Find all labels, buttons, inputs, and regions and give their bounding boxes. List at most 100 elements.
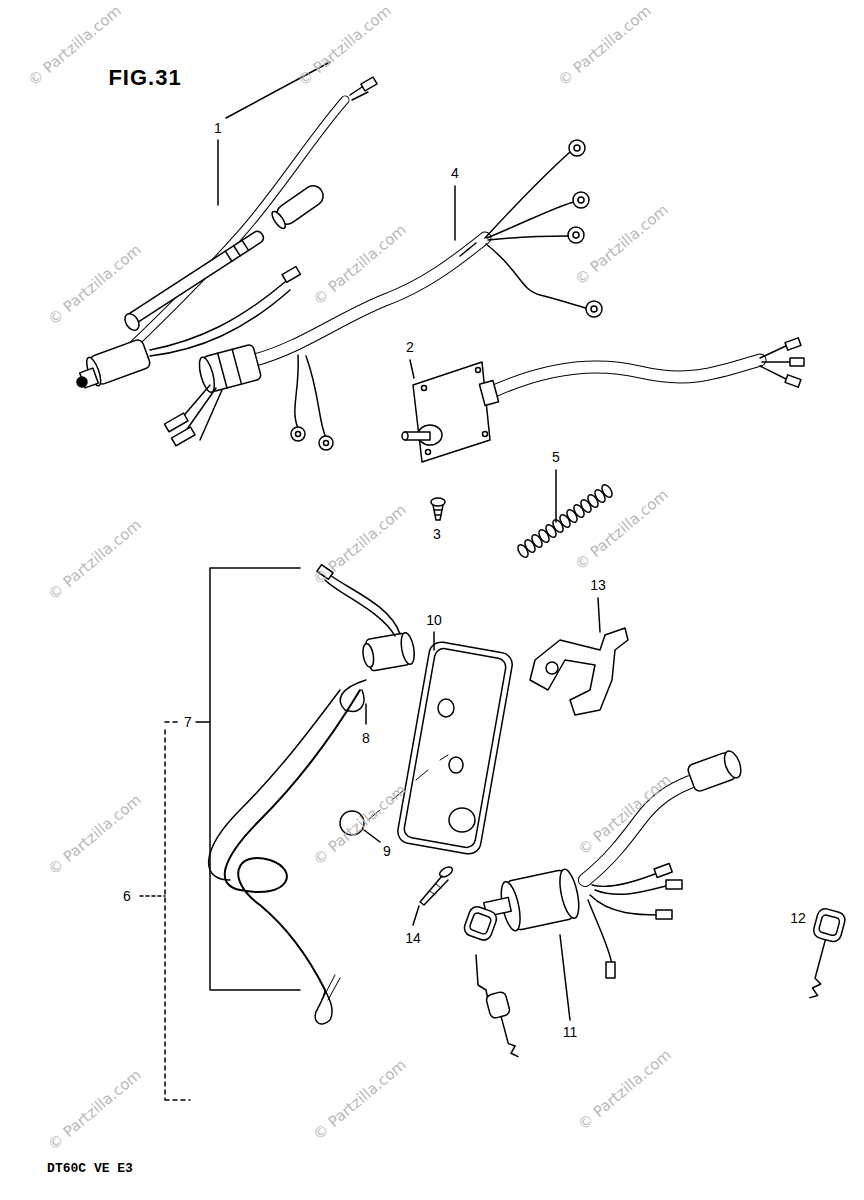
key-part-shape-shape	[812, 907, 847, 943]
key-switch-part-shape	[656, 910, 672, 919]
panel-switch-part-shape	[790, 358, 804, 366]
key-switch-part-shape	[485, 991, 522, 1061]
lanyard-switch-part-shape	[340, 680, 366, 711]
key-part-shape-shape	[810, 940, 832, 1000]
watermark: © Partzilla.com	[46, 1067, 144, 1153]
screw-part-shape	[433, 505, 443, 520]
watermark: © Partzilla.com	[296, 3, 394, 89]
panel-switch-part-shape	[413, 362, 490, 462]
callout-number: 11	[561, 1024, 580, 1040]
callout-number: 8	[360, 730, 372, 746]
lanyard-switch-part-shape	[315, 990, 332, 1024]
callout-number: 7	[182, 714, 194, 730]
callout-number: 1	[212, 120, 224, 136]
panel-switch-part-shape	[785, 375, 801, 387]
key-switch-part-shape	[462, 905, 499, 943]
key-switch-part-shape	[654, 864, 672, 878]
screw-part-14	[413, 865, 454, 925]
stop-switch-part-shape-shape	[270, 209, 288, 230]
wiring-harness-part-shape	[591, 306, 597, 312]
wiring-harness-part-shape	[573, 232, 579, 238]
key-switch-part-shape-shape	[556, 868, 582, 920]
watermark: © Partzilla.com	[311, 782, 409, 868]
watermark: © Partzilla.com	[576, 1047, 674, 1133]
callout-number: 12	[788, 910, 808, 926]
stop-switch-part	[77, 62, 377, 388]
key-switch-part-shape	[687, 749, 745, 793]
key-switch-part-shape-shape	[462, 905, 499, 943]
panel-switch-part-shape	[785, 338, 801, 350]
wiring-harness-part-shape	[486, 244, 586, 308]
wiring-harness-part-shape	[295, 355, 326, 438]
stop-switch-part-shape	[150, 290, 290, 356]
group-brackets-shape	[165, 722, 190, 1100]
cap-part-shape	[364, 830, 380, 842]
wiring-harness-part-shape	[171, 427, 195, 446]
lanyard-switch-part-shape	[325, 575, 400, 636]
bracket-part-shape	[530, 628, 628, 715]
cover-plate-part-shape	[396, 640, 514, 855]
callout-number: 5	[550, 449, 562, 465]
stop-switch-part-shape	[282, 267, 300, 283]
wiring-harness-part-shape-shape	[218, 349, 242, 388]
wiring-harness-part-shape	[296, 432, 301, 437]
watermark: © Partzilla.com	[46, 517, 144, 603]
stop-switch-part-shape	[150, 282, 285, 350]
bracket-part-shape	[598, 598, 600, 632]
panel-switch-part-shape	[422, 386, 427, 391]
figure-title: FIG.31	[108, 67, 181, 89]
callout-number: 10	[424, 612, 444, 628]
watermark: © Partzilla.com	[46, 792, 144, 878]
watermark: © Partzilla.com	[556, 3, 654, 89]
stop-switch-part-shape	[122, 311, 142, 333]
stop-switch-part-shape	[77, 377, 87, 387]
panel-switch-part-shape	[483, 432, 488, 437]
watermark: © Partzilla.com	[573, 202, 671, 288]
callout-number: 6	[121, 888, 133, 904]
spiral-tube-part-shape	[600, 483, 614, 499]
lanyard-switch-part	[209, 565, 417, 1024]
group-brackets-shape	[210, 568, 300, 990]
panel-switch-part-shape	[426, 450, 431, 455]
group-brackets-shape	[196, 721, 210, 723]
bracket-part-shape	[546, 662, 558, 674]
cover-plate-part-shape	[449, 808, 475, 832]
panel-switch-part-shape	[402, 432, 408, 440]
key-switch-part-shape-shape	[485, 991, 511, 1019]
callout-number: 4	[449, 165, 461, 181]
key-switch-part-shape	[666, 880, 682, 889]
group-brackets-shape	[140, 895, 165, 897]
wiring-harness-part-shape	[324, 441, 329, 446]
lanyard-switch-part-shape	[322, 975, 340, 1000]
panel-switch-part-shape	[492, 360, 760, 392]
stop-switch-part-shape-shape	[225, 240, 248, 261]
wiring-harness-part-shape	[454, 186, 456, 240]
lanyard-switch-part-shape	[361, 632, 417, 672]
screw-part-14-shape	[413, 906, 419, 925]
wiring-harness-part-shape	[574, 145, 580, 151]
key-switch-part-shape-shape	[501, 1015, 518, 1058]
lanyard-switch-part-shape-shape	[399, 632, 416, 666]
model-caption: DT60C VE E3	[47, 1162, 133, 1175]
cover-plate-part-shape	[438, 699, 454, 717]
wiring-harness-part-shape	[578, 197, 584, 203]
panel-switch-part	[402, 338, 804, 462]
wiring-harness-part-shape	[573, 192, 589, 208]
watermark: © Partzilla.com	[311, 502, 409, 588]
key-part-shape-shape	[818, 914, 840, 936]
wiring-harness-part-shape	[291, 427, 305, 441]
wiring-harness-part-shape	[460, 243, 476, 256]
wiring-harness-part-shape	[586, 301, 602, 317]
lanyard-switch-part-shape-shape	[361, 643, 375, 668]
wiring-harness-part-shape	[164, 413, 188, 432]
bracket-part	[530, 598, 628, 715]
callout-number: 2	[404, 339, 416, 355]
panel-switch-part-shape	[479, 381, 498, 406]
callout-number: 14	[403, 930, 423, 946]
wiring-harness-part	[164, 140, 602, 450]
callout-number: 9	[381, 843, 393, 859]
wiring-harness-part-shape	[196, 344, 261, 394]
spiral-tube-part-shape	[555, 470, 557, 522]
